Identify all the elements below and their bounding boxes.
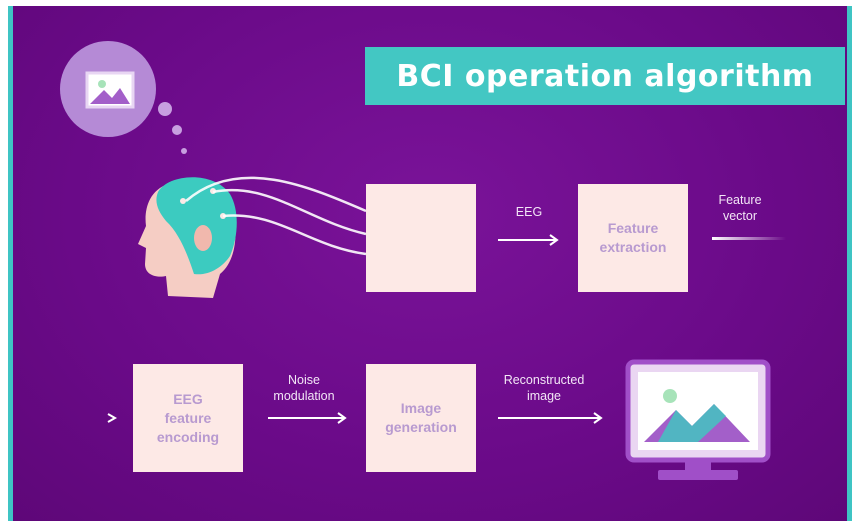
image-generation-label: Image generation bbox=[385, 400, 457, 435]
feature-vector-line bbox=[712, 237, 786, 240]
diagram-title: BCI operation algorithm bbox=[396, 58, 814, 94]
head-eeg-cap-icon bbox=[138, 177, 237, 298]
diagram-canvas: BCI operation algorithm Feature extracti… bbox=[8, 6, 852, 521]
image-generation-box: Image generation bbox=[366, 364, 476, 472]
eeg-signal-box bbox=[366, 184, 476, 292]
diagram-graphics bbox=[60, 41, 786, 480]
title-banner: BCI operation algorithm bbox=[365, 47, 845, 105]
feature-extraction-label: Feature extraction bbox=[599, 220, 667, 255]
feature-vector-label: Feature vector bbox=[718, 193, 762, 223]
reconstructed-image-label: Reconstructed image bbox=[503, 373, 585, 403]
arrow-noise bbox=[268, 412, 347, 424]
noise-modulation-label: Noise modulation bbox=[273, 373, 335, 403]
left-accent-bar bbox=[8, 6, 13, 521]
eeg-feature-encoding-label: EEG feature encoding bbox=[156, 390, 220, 445]
monitor-image-icon bbox=[625, 359, 771, 480]
arrow-eeg bbox=[498, 234, 559, 246]
eeg-flow-label: EEG bbox=[515, 205, 543, 219]
feature-extraction-box: Feature extraction bbox=[578, 184, 688, 292]
thought-bubble-image-icon bbox=[60, 41, 187, 154]
right-accent-bar bbox=[847, 6, 852, 521]
arrow-reconstructed bbox=[498, 412, 603, 424]
flow-arrows bbox=[74, 234, 603, 424]
arrow-in-left bbox=[74, 413, 118, 423]
eeg-wires bbox=[185, 176, 367, 256]
eeg-feature-encoding-box: EEG feature encoding bbox=[133, 364, 243, 472]
